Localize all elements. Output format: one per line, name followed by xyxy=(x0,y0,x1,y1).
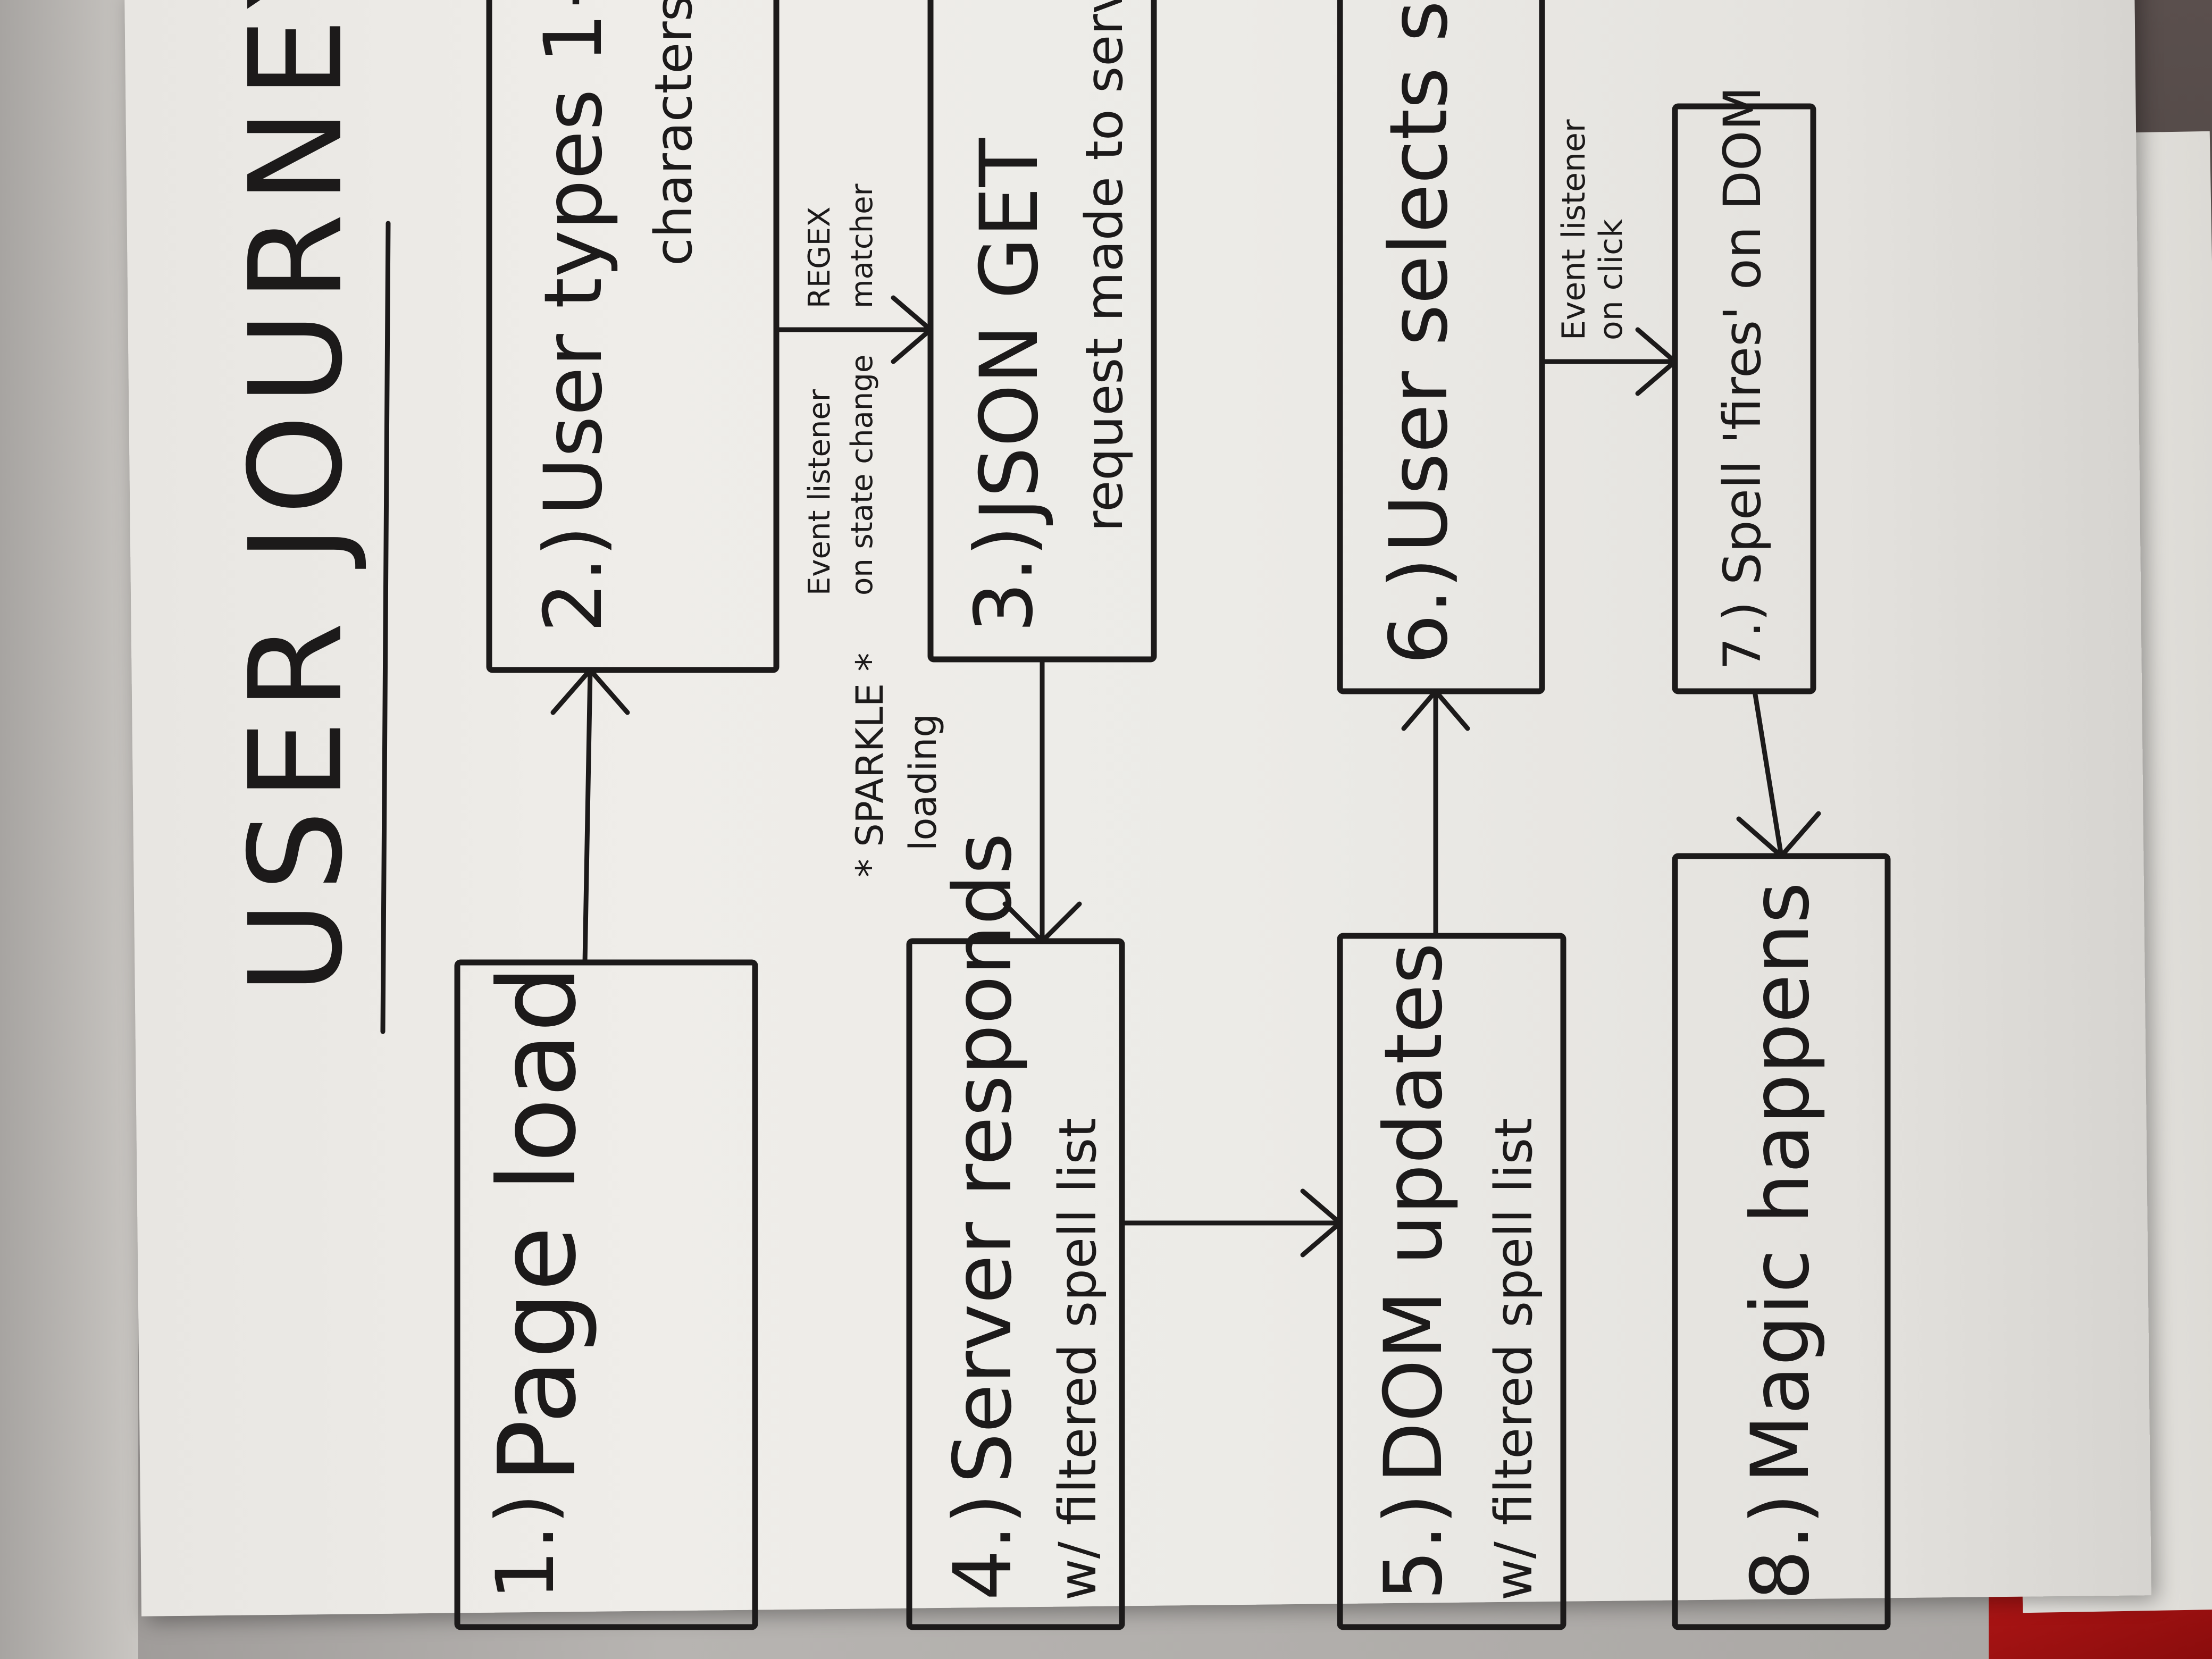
arrow-3-to-4-head xyxy=(1002,901,1082,944)
arrow-7-to-8-head xyxy=(1736,811,1821,859)
step-3-label: JSON GET xyxy=(963,138,1056,525)
annotation-matcher: matcher xyxy=(845,183,879,308)
step-2-number: 2.) xyxy=(527,525,620,633)
step-7-box xyxy=(1672,103,1816,694)
step-1-number: 1.) xyxy=(480,1493,572,1601)
annotation-on-state-change: on state change xyxy=(845,355,879,596)
step-4-number: 4.) xyxy=(937,1493,1029,1601)
step-4-label-line2: w/ filtered spell list xyxy=(1048,1118,1108,1601)
step-8-label: Magic happens xyxy=(1735,882,1827,1484)
arrow-6-to-7-head xyxy=(1635,327,1678,396)
step-7-number: 7.) xyxy=(1713,601,1772,670)
step-5-label: DOM updates xyxy=(1368,943,1460,1484)
step-2-label-line2: characters xyxy=(644,0,703,266)
step-1-label: Page load xyxy=(476,965,600,1484)
annotation-loading: loading xyxy=(901,714,945,851)
step-3-label-line2: request made to server xyxy=(1075,0,1134,532)
annotation-sparkle: * SPARKLE * xyxy=(848,653,892,877)
annotation-on-click: on click xyxy=(1593,219,1630,340)
step-3-number: 3.) xyxy=(958,525,1051,633)
step-4-label: Server responds xyxy=(937,833,1029,1484)
step-2-label: User types 1+ xyxy=(527,0,620,516)
step-2-box xyxy=(486,0,780,673)
step-6-label: User selects spell xyxy=(1373,0,1465,553)
diagram-title: USER JOURNEY xyxy=(222,0,371,994)
step-5-number: 5.) xyxy=(1368,1493,1460,1601)
annotation-event-listener: Event listener xyxy=(802,389,837,596)
step-6-box xyxy=(1337,0,1545,694)
wall-left xyxy=(0,0,138,1659)
arrow-2-to-3-head xyxy=(891,295,933,364)
step-1-box xyxy=(454,959,758,1630)
arrow-4-to-5-head xyxy=(1300,1188,1343,1258)
step-4-box xyxy=(906,938,1125,1630)
step-5-box xyxy=(1337,933,1566,1630)
step-5-label-line2: w/ filtered spell list xyxy=(1484,1118,1544,1601)
annotation-event-listener-click: Event listener xyxy=(1555,119,1593,340)
arrow-1-to-2 xyxy=(582,667,593,965)
step-8-number: 8.) xyxy=(1735,1493,1827,1601)
arrow-7-to-8 xyxy=(1752,689,1784,859)
annotation-regex: REGEX xyxy=(802,207,837,308)
step-7-label: Spell 'fires' on DOM xyxy=(1713,87,1772,585)
arrow-5-to-6-head xyxy=(1401,689,1470,731)
arrow-1-to-2-head xyxy=(550,667,630,715)
title-underline xyxy=(380,221,391,1034)
step-6-number: 6.) xyxy=(1373,557,1465,665)
